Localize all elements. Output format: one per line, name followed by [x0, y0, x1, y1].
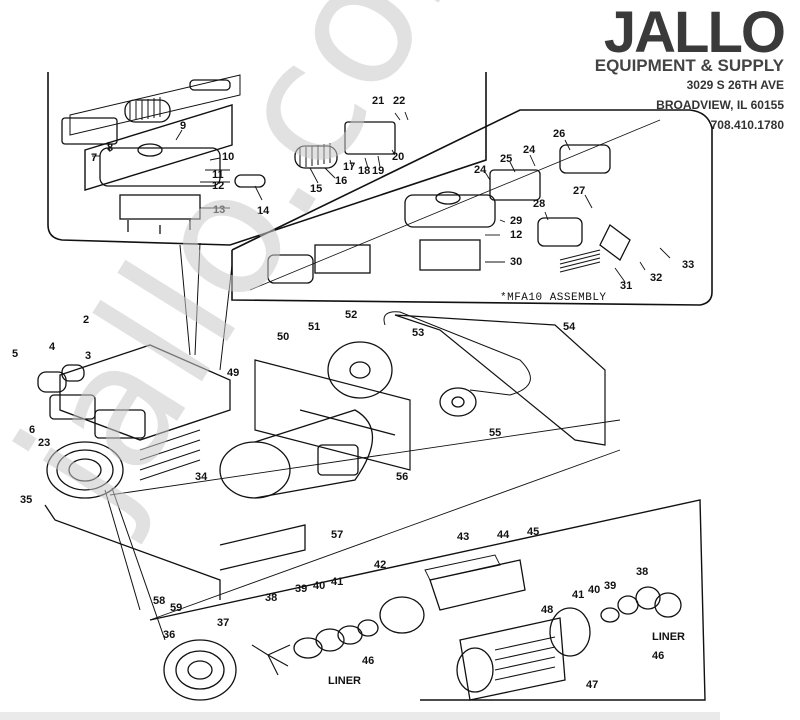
callout-28: 28 [533, 198, 545, 210]
mfa10-assembly-note: *MFA10 ASSEMBLY [500, 292, 607, 304]
callout-23: 23 [38, 437, 50, 449]
callout-5: 5 [12, 348, 18, 360]
callout-42: 42 [374, 559, 386, 571]
callout-45: 45 [527, 526, 539, 538]
callout-7: 7 [91, 152, 97, 164]
callout-44: 44 [497, 529, 510, 541]
jallo-logo: JALLO [603, 0, 786, 65]
callout-34: 34 [195, 471, 208, 483]
callout-41b: 41 [572, 589, 584, 601]
callout-12: 12 [212, 180, 224, 192]
phone-number: 708.410.1780 [710, 118, 784, 132]
callout-18: 18 [358, 165, 370, 177]
callout-24b: 24 [523, 144, 536, 156]
callout-41a: 41 [331, 576, 343, 588]
callout-13: 13 [213, 204, 225, 216]
address-city: BROADVIEW, IL 60155 [656, 98, 784, 112]
callout-31: 31 [620, 280, 632, 292]
callout-40b: 40 [588, 584, 600, 596]
callout-3: 3 [85, 350, 91, 362]
callout-57: 57 [331, 529, 343, 541]
callout-32: 32 [650, 272, 662, 284]
callout-29: 29 [510, 215, 522, 227]
callout-26: 26 [553, 128, 565, 140]
callout-12b: 12 [510, 229, 522, 241]
callout-30: 30 [510, 256, 522, 268]
callout-46b: 46 [652, 650, 664, 662]
detail-panel-motor [149, 499, 706, 701]
callout-22: 22 [393, 95, 405, 107]
bottom-scroll-strip [0, 712, 720, 720]
callout-49: 49 [227, 367, 239, 379]
callout-9: 9 [180, 120, 186, 132]
address-street: 3029 S 26TH AVE [686, 78, 784, 92]
callout-50: 50 [277, 331, 289, 343]
liner-label-right: LINER [652, 631, 685, 643]
callout-47: 47 [586, 679, 598, 691]
callout-20: 20 [392, 151, 404, 163]
callout-16: 16 [335, 175, 347, 187]
liner-label-left: LINER [328, 675, 361, 687]
callout-36: 36 [163, 629, 175, 641]
callout-55: 55 [489, 427, 501, 439]
callout-59: 59 [170, 602, 182, 614]
callout-53: 53 [412, 327, 424, 339]
callout-58: 58 [153, 595, 165, 607]
detail-panel-top-left [47, 72, 487, 246]
brand-tagline: EQUIPMENT & SUPPLY [594, 56, 784, 75]
callout-8: 8 [107, 142, 113, 154]
callout-43: 43 [457, 531, 469, 543]
detail-panel-mfa10 [231, 109, 713, 306]
callout-4: 4 [49, 341, 56, 353]
callout-56: 56 [396, 471, 408, 483]
callout-labels: 7 8 9 10 11 12 13 14 15 16 17 18 19 20 2… [12, 95, 694, 691]
callout-27: 27 [573, 185, 585, 197]
callout-35: 35 [20, 494, 32, 506]
callout-39a: 39 [295, 583, 307, 595]
callout-38b: 38 [636, 566, 648, 578]
callout-51: 51 [308, 321, 320, 333]
callout-38a: 38 [265, 592, 277, 604]
callout-46a: 46 [362, 655, 374, 667]
main-assembly [37, 311, 621, 621]
callout-15: 15 [310, 183, 322, 195]
callout-11: 11 [212, 169, 224, 181]
callout-19: 19 [372, 165, 384, 177]
callout-17: 17 [343, 161, 355, 173]
callout-14: 14 [257, 205, 270, 217]
callout-10: 10 [222, 151, 234, 163]
callout-48: 48 [541, 604, 553, 616]
callout-6: 6 [29, 424, 35, 436]
callout-54: 54 [563, 321, 576, 333]
callout-33: 33 [682, 259, 694, 271]
callout-2: 2 [83, 314, 89, 326]
callout-25: 25 [500, 153, 512, 165]
callout-21: 21 [372, 95, 384, 107]
callout-39b: 39 [604, 580, 616, 592]
callout-52: 52 [345, 309, 357, 321]
callout-leaders [104, 242, 233, 641]
callout-40a: 40 [313, 580, 325, 592]
callout-24a: 24 [474, 164, 487, 176]
callout-37: 37 [217, 617, 229, 629]
